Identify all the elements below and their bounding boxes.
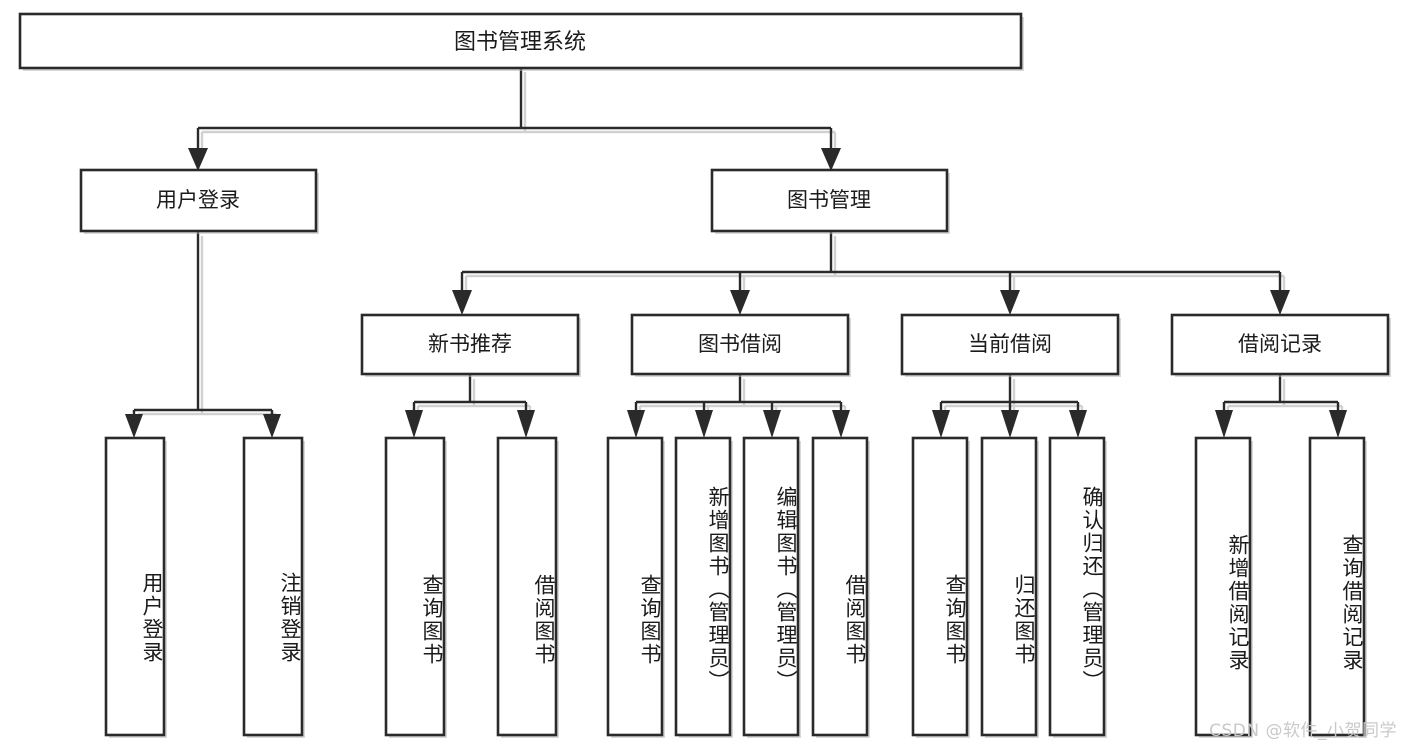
- arrow-head-to-book-borrow: [730, 290, 750, 315]
- connector-group-currentborrow-to-leaves: [932, 375, 1087, 438]
- leaf-node-br-query-record[interactable]: [1308, 436, 1367, 738]
- leaf-node-logout[interactable]: [242, 436, 305, 738]
- leaf-node-user-login[interactable]: [104, 436, 167, 738]
- arrow-head-to-current-borrow: [1000, 290, 1020, 315]
- node-current-borrow-label: 当前借阅: [968, 332, 1052, 356]
- node-user-login-label: 用户登录: [156, 188, 240, 212]
- node-borrow-record-label: 借阅记录: [1238, 332, 1322, 356]
- arrow-head-leaf-bb-edit: [763, 410, 781, 438]
- arrow-head-leaf-br-add: [1215, 410, 1233, 438]
- connector-currentborrow-split: [939, 375, 1080, 414]
- leaf-node-nb-query-book[interactable]: [384, 436, 447, 738]
- node-borrow-record[interactable]: 借阅记录: [1170, 313, 1391, 377]
- leaf-node-bb-add-book[interactable]: [674, 436, 733, 738]
- arrow-head-leaf-cb-query: [932, 410, 950, 438]
- connector-userlogin-split: [132, 232, 274, 418]
- leaf-node-bb-borrow-book[interactable]: [811, 436, 870, 738]
- node-user-login[interactable]: 用户登录: [79, 168, 319, 234]
- leaf-node-cb-return-book[interactable]: [980, 436, 1039, 738]
- connector-group-bookborrow-to-leaves: [627, 375, 850, 438]
- connector-group-borrowrecord-to-leaves: [1215, 375, 1347, 438]
- connector-root-split: [196, 68, 833, 150]
- arrow-head-to-user-login: [188, 148, 208, 171]
- node-new-book-recommend[interactable]: 新书推荐: [360, 313, 581, 377]
- node-book-manage[interactable]: 图书管理: [710, 168, 950, 234]
- leaf-node-bb-edit-book[interactable]: [742, 436, 801, 738]
- arrow-head-leaf-bb-query: [627, 410, 645, 438]
- node-root-system[interactable]: 图书管理系统: [18, 12, 1024, 71]
- leaf-node-bb-query-book[interactable]: [606, 436, 665, 738]
- connector-bookborrow-split: [634, 375, 843, 414]
- node-book-borrow[interactable]: 图书借阅: [630, 313, 851, 377]
- arrow-head-leaf-user-login: [125, 414, 143, 438]
- arrow-head-leaf-nb-query: [405, 410, 423, 438]
- connector-group-newbook-to-leaves: [405, 375, 535, 438]
- leaf-node-cb-confirm-return[interactable]: [1048, 436, 1107, 738]
- node-book-manage-label: 图书管理: [787, 188, 871, 212]
- arrow-head-to-new-book-recommend: [452, 290, 472, 315]
- arrow-head-leaf-bb-borrow: [832, 410, 850, 438]
- connector-group-bookmanage-to-level3: [452, 232, 1290, 315]
- arrow-head-leaf-nb-borrow: [517, 410, 535, 438]
- arrow-head-leaf-bb-add: [695, 410, 713, 438]
- node-current-borrow[interactable]: 当前借阅: [900, 313, 1121, 377]
- arrow-head-leaf-br-query: [1329, 410, 1347, 438]
- node-book-borrow-label: 图书借阅: [698, 332, 782, 356]
- connector-bookmanage-split: [460, 232, 1282, 292]
- connector-newbook-split: [412, 375, 528, 414]
- arrow-head-to-borrow-record: [1270, 290, 1290, 315]
- arrow-head-leaf-logout: [263, 414, 281, 438]
- node-new-book-recommend-label: 新书推荐: [428, 332, 512, 356]
- connector-group-userlogin-to-leaves: [125, 232, 281, 438]
- leaf-node-br-add-record[interactable]: [1194, 436, 1253, 738]
- leaf-node-cb-query-book[interactable]: [911, 436, 970, 738]
- arrow-head-to-book-manage: [821, 148, 841, 171]
- connector-borrowrecord-split: [1222, 375, 1340, 414]
- connector-group-root-to-level2: [188, 68, 841, 171]
- leaf-node-nb-borrow-book[interactable]: [496, 436, 559, 738]
- arrow-head-leaf-cb-confirm: [1069, 410, 1087, 438]
- arrow-head-leaf-cb-return: [1001, 410, 1019, 438]
- node-root-system-label: 图书管理系统: [454, 30, 586, 55]
- watermark-text: CSDN @软件_小贺同学: [1209, 721, 1397, 741]
